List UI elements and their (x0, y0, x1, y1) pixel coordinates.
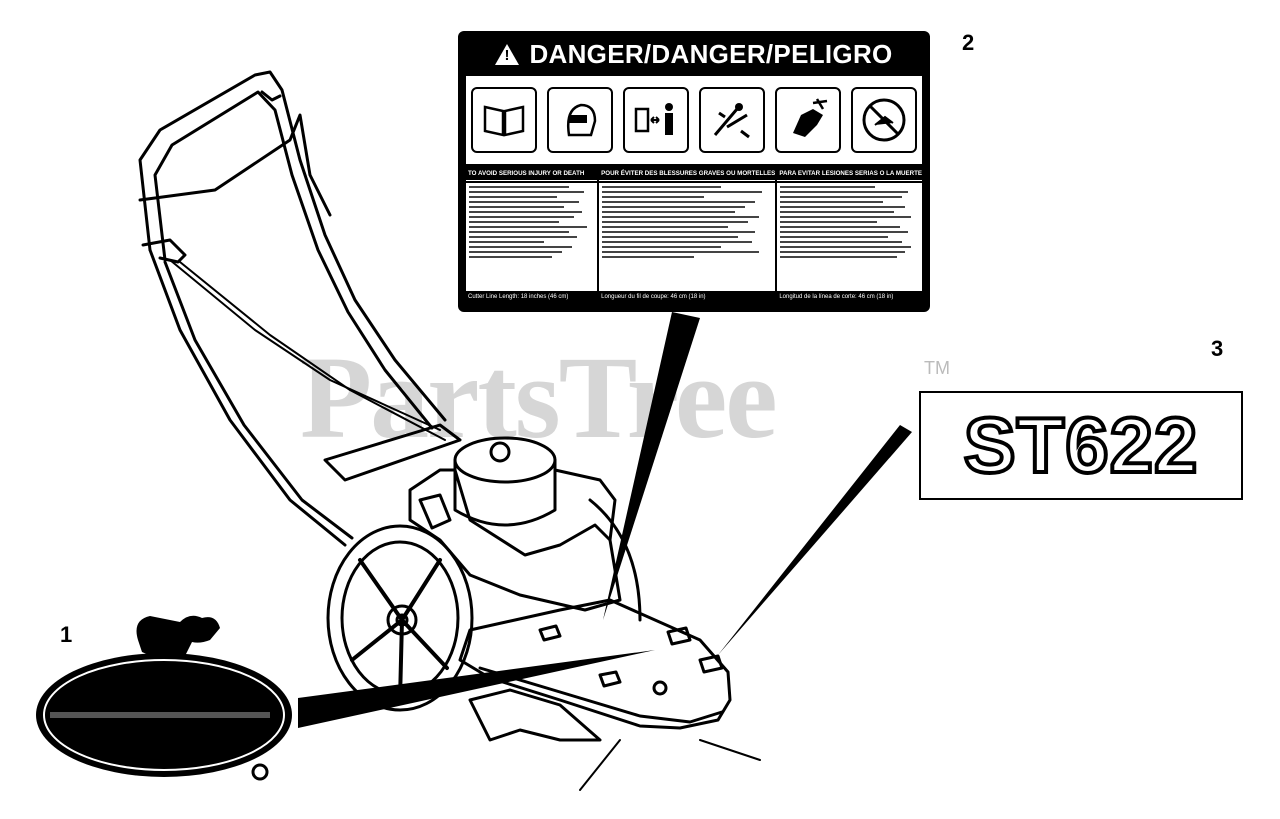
deck-lip (478, 666, 724, 724)
pointer-3 (718, 425, 912, 655)
trimmer-line (579, 739, 761, 791)
brand-decal (36, 615, 292, 781)
control-lever (141, 238, 187, 264)
cable-lower-2 (179, 261, 446, 441)
callout-number-2: 2 (962, 30, 975, 55)
model-decal: ST622 (919, 391, 1243, 500)
handle-bar (138, 70, 447, 422)
column-body-english (466, 183, 598, 291)
wheel-spokes (350, 558, 449, 702)
column-english: TO AVOID SERIOUS INJURY OR DEATH Cutter … (466, 168, 598, 305)
column-spanish: PARA EVITAR LESIONES SERIAS O LA MUERTE … (777, 168, 922, 305)
engine-shroud (453, 458, 557, 527)
column-footer-spanish: Longitud de la línea de corte: 46 cm (18… (779, 294, 894, 300)
handle-bar-inner (153, 90, 434, 430)
no-riders-icon (851, 87, 917, 153)
column-body-french (599, 183, 776, 291)
handle-frame-left-inner (163, 260, 354, 540)
column-footer-french: Longueur du fil de coupe: 46 cm (18 in) (601, 294, 706, 300)
model-number: ST622 (962, 399, 1200, 491)
column-header-spanish: PARA EVITAR LESIONES SERIAS O LA MUERTE (777, 168, 922, 181)
column-french: POUR ÉVITER DES BLESSURES GRAVES OU MORT… (599, 168, 776, 305)
handle-frame-left (148, 248, 347, 547)
pointer-1 (298, 650, 655, 728)
decal-grommet (251, 763, 269, 781)
column-header-english: TO AVOID SERIOUS INJURY OR DEATH (466, 168, 598, 181)
frame-crossbar (323, 423, 462, 482)
danger-decal: DANGER/DANGER/PELIGRO TO AV (458, 31, 930, 312)
wheel-outer (326, 524, 474, 712)
cable-lower (169, 259, 441, 431)
warning-triangle-icon (495, 43, 520, 65)
callout-number-1: 1 (60, 622, 73, 647)
decal-logo-silhouette (136, 615, 220, 660)
engine-side (553, 468, 617, 542)
deck-bolt (652, 680, 668, 696)
handle-grip-top (260, 90, 282, 102)
column-header-french: POUR ÉVITER DES BLESSURES GRAVES OU MORT… (599, 168, 776, 181)
deck-slot-2 (598, 670, 622, 688)
throttle-cable (138, 113, 332, 217)
deck-slot-1 (538, 624, 562, 642)
hand-cut-icon (775, 87, 841, 153)
rear-wheel (588, 498, 642, 622)
column-footer-english: Cutter Line Length: 18 inches (46 cm) (468, 294, 569, 300)
column-body-spanish (777, 183, 922, 291)
engine-cap (489, 441, 511, 463)
read-manual-icon (471, 87, 537, 153)
callout-number-3: 3 (1211, 336, 1224, 361)
deck-slot-3 (666, 626, 692, 646)
watermark-text: PartsTree (300, 332, 778, 463)
danger-text-columns: TO AVOID SERIOUS INJURY OR DEATH Cutter … (466, 168, 922, 305)
deck-slot-4 (698, 654, 724, 674)
front-guard (468, 688, 602, 742)
pointer-2 (603, 312, 700, 620)
danger-header: DANGER/DANGER/PELIGRO (458, 35, 930, 73)
thrown-object-icon (699, 87, 765, 153)
danger-pictograms (466, 76, 922, 164)
danger-title: DANGER/DANGER/PELIGRO (529, 38, 893, 69)
keep-distance-icon (623, 87, 689, 153)
fuel-tank (418, 493, 452, 530)
watermark-trademark: TM (924, 358, 950, 378)
eye-protection-icon (547, 87, 613, 153)
